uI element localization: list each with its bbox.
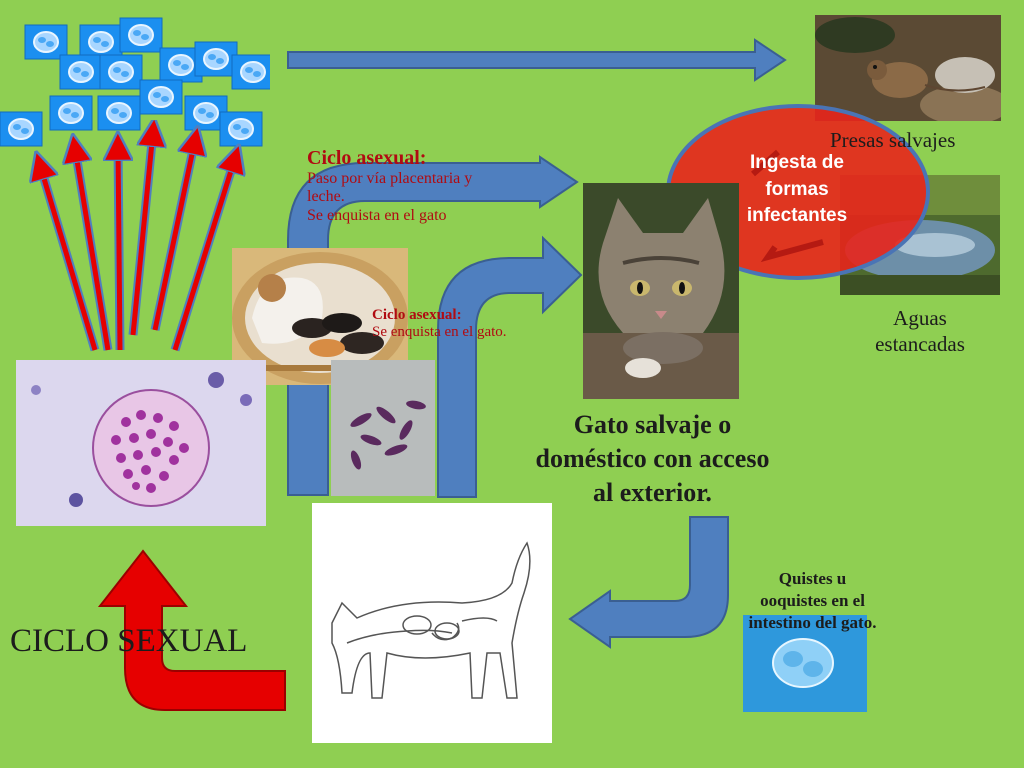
tachyzoites-photo <box>331 360 435 496</box>
red-arrows-fan <box>20 120 260 360</box>
blue-arrow-curve-upper <box>285 155 585 500</box>
gato-line1: Gato salvaje o <box>573 410 732 439</box>
asexual-cycle-mid-title: Ciclo asexual: <box>372 307 462 323</box>
cat-intestine-drawing <box>312 503 552 743</box>
gato-line3: al exterior. <box>593 477 712 507</box>
ingesta-line3: infectantes <box>746 205 848 227</box>
blue-arrow-down-left <box>565 515 735 650</box>
quistes-label: Quistes u ooquistes en el intestino del … <box>700 568 925 634</box>
gato-label: Gato salvaje o doméstico con acceso al e… <box>485 408 820 509</box>
quistes-line2: ooquistes en el <box>760 591 865 611</box>
ingesta-line1: Ingesta de <box>750 152 844 173</box>
quistes-line1: Quistes u <box>778 569 847 588</box>
asexual-cycle-top-label: Ciclo asexual: Paso por vía placentaria … <box>307 147 567 225</box>
asexual-cycle-top-line3: Se enquista en el gato <box>307 206 447 224</box>
presas-label: Presas salvajes <box>830 128 956 152</box>
mouse-photo <box>815 15 1001 121</box>
oocyst-micro-photo <box>743 615 867 712</box>
cat-photo <box>583 183 739 399</box>
asexual-cycle-mid-line1: Se enquista en el gato. <box>372 324 507 341</box>
ingesta-line2: formas <box>765 178 829 200</box>
blue-arrow-curve-lower <box>435 235 585 500</box>
blue-arrow-top <box>285 35 790 85</box>
kittens-photo <box>232 248 408 385</box>
aguas-line2: estancadas <box>875 332 965 357</box>
ingesta-label: Ingesta de formas infectantes <box>712 150 882 230</box>
quistes-line3: intestino del gato. <box>748 613 877 633</box>
aguas-label: Aguas estancadas <box>830 305 1010 358</box>
gato-line2: doméstico con acceso <box>535 443 770 473</box>
asexual-cycle-mid-label: Ciclo asexual: Se enquista en el gato. <box>372 307 587 342</box>
asexual-cycle-top-line1: Paso por vía placentaria y <box>307 170 473 187</box>
ciclo-sexual-label: CICLO SEXUAL <box>10 623 248 659</box>
tissue-cyst-photo <box>16 360 266 526</box>
red-arrow-sexual-cycle <box>95 548 290 713</box>
asexual-cycle-top-title: Ciclo asexual: <box>307 147 427 169</box>
asexual-cycle-top-line2: leche. <box>307 188 345 206</box>
aguas-line1: Aguas <box>893 306 947 330</box>
